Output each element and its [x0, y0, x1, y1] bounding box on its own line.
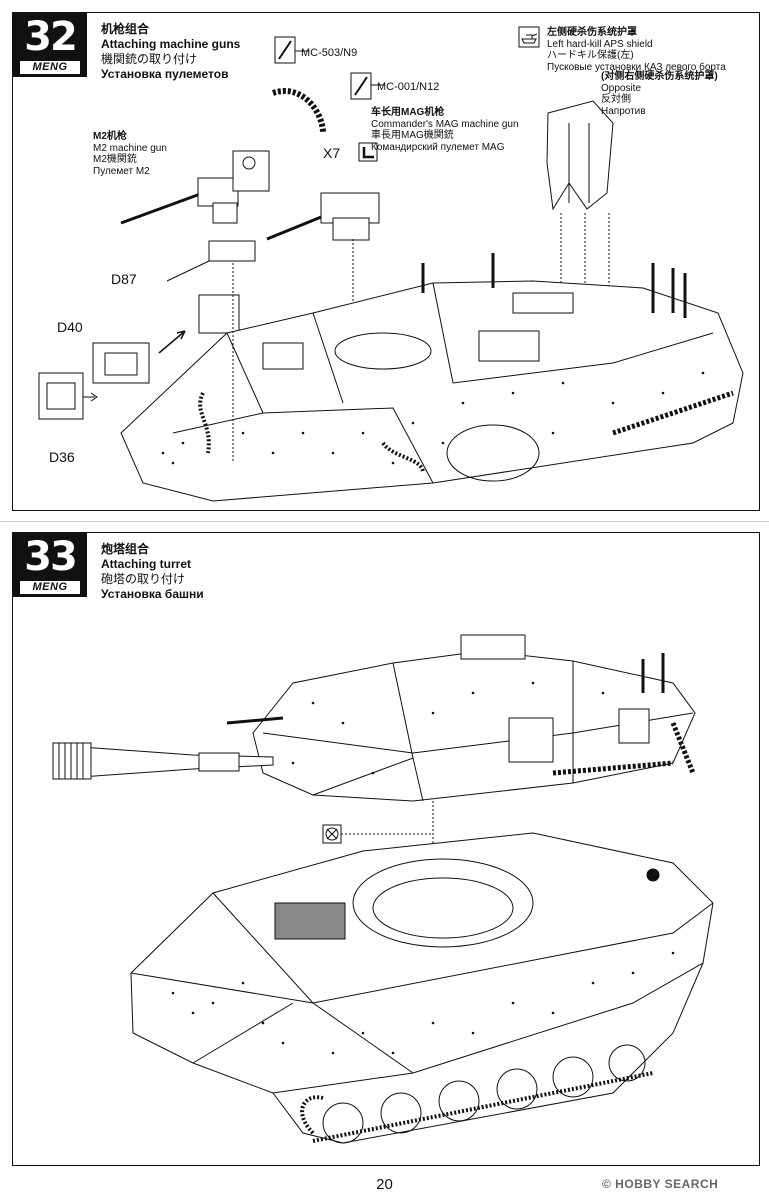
step-number-badge: 32 MENG: [13, 13, 87, 77]
step-number: 33: [24, 534, 78, 580]
d87-part: [208, 240, 256, 262]
step-number: 32: [24, 14, 78, 60]
step-32-illustration: [38, 26, 744, 502]
part-code-d36: D36: [49, 449, 75, 465]
mag-label: 车长用MAG机枪 Commander's MAG machine gun 車長用…: [371, 107, 519, 153]
step-33-illustration: [52, 634, 714, 1144]
step-title: 炮塔组合 Attaching turret 砲塔の取り付け Установка …: [101, 542, 204, 602]
part-code-d87: D87: [111, 271, 137, 287]
step-32-panel: 32 MENG 机枪组合 Attaching machine guns 機関銃の…: [12, 12, 760, 511]
step-number-badge: 33 MENG: [13, 533, 87, 597]
glue-tube-icon: [274, 36, 372, 100]
step-title: 机枪组合 Attaching machine guns 機関銃の取り付け Уст…: [101, 22, 240, 82]
title-en: Attaching machine guns: [101, 37, 241, 51]
part-code-mc001: MC-001/N12: [377, 81, 440, 93]
d36-part: [38, 372, 84, 420]
title-ru: Установка пулеметов: [101, 67, 229, 81]
mag-gun-drawing: [266, 192, 380, 318]
turret-drawing: [226, 634, 696, 802]
tank-hull-drawing: [120, 253, 744, 502]
hull-rivets: [171, 681, 675, 1055]
page-number: 20: [376, 1176, 393, 1193]
opposite-label: (对侧右侧硬杀伤系统护罩) Opposite 反対側 Напротив: [601, 71, 718, 117]
boot-icon: [358, 142, 378, 162]
quantity-label: X7: [323, 145, 341, 161]
hull-rivets: [161, 371, 705, 465]
gun-barrel-drawing: [52, 742, 274, 780]
tank-silhouette-icon: [518, 26, 540, 48]
section-divider: [0, 521, 769, 522]
ammo-belt: [272, 88, 326, 134]
d40-part: [92, 342, 150, 384]
title-ru: Установка башни: [101, 587, 204, 601]
title-en: Attaching turret: [101, 557, 191, 571]
m2-gun-drawing: [120, 150, 270, 225]
title-ja: 機関銃の取り付け: [101, 52, 198, 66]
box-part: [198, 294, 240, 334]
m2-label: M2机枪 M2 machine gun M2機関銃 Пулемет M2: [93, 131, 167, 177]
part-code-d40: D40: [57, 319, 83, 335]
brand-logo: MENG: [20, 61, 80, 74]
step-33-panel: 33 MENG 炮塔组合 Attaching turret 砲塔の取り付け Ус…: [12, 532, 760, 1166]
brand-logo: MENG: [20, 581, 80, 594]
no-cement-icon: [322, 824, 342, 844]
hull-drawing: [130, 832, 714, 1144]
title-ja: 砲塔の取り付け: [101, 572, 186, 586]
watermark: © HOBBY SEARCH: [602, 1177, 719, 1191]
title-zh: 机枪组合: [101, 22, 150, 36]
part-code-mc503: MC-503/N9: [301, 47, 358, 59]
title-zh: 炮塔组合: [101, 542, 150, 556]
aps-label: 左侧硬杀伤系统护罩 Left hard-kill APS shield ハードキ…: [547, 27, 726, 73]
